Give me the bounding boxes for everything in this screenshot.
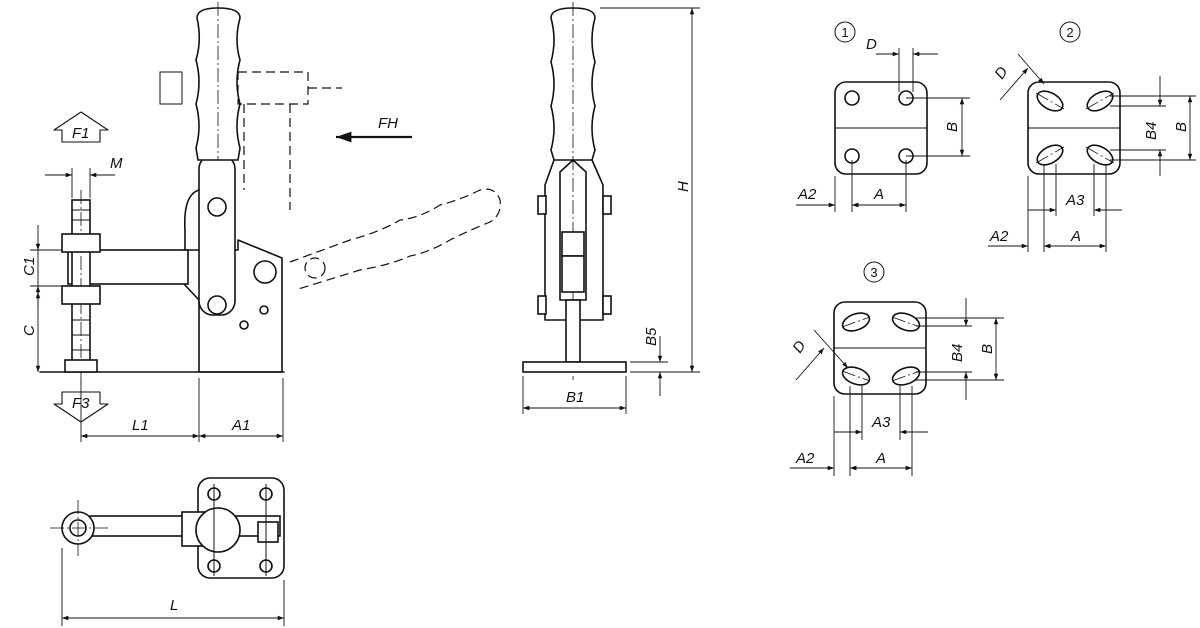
- variant-3-slots: [841, 312, 921, 386]
- side-open-pivot-dashed: [304, 257, 326, 279]
- v1-label-a: A: [873, 186, 884, 203]
- front-pin-left-lower: [537, 295, 547, 315]
- front-pin-right-upper: [602, 195, 612, 215]
- label-l1: L1: [132, 417, 149, 434]
- v2-label-d: D: [991, 64, 1011, 83]
- v2-label-a3: A3: [1065, 192, 1085, 209]
- dim-v2-d-line-1: [1017, 53, 1045, 85]
- front-spindle: [565, 299, 581, 363]
- side-pressure-spindle-foot: [64, 359, 98, 373]
- front-pin-left-upper: [537, 195, 547, 215]
- side-view: FH F1 F3 M C1 C L1 A1: [21, 2, 501, 442]
- v1-label-d: D: [866, 36, 877, 53]
- top-grip-circle: [195, 507, 241, 553]
- side-bolt-dashed: [237, 71, 309, 105]
- side-pivot-rear: [253, 260, 277, 284]
- label-f1: F1: [72, 125, 90, 142]
- variant-2: 2 D B4 B A3 A2 A: [988, 21, 1196, 252]
- front-base-plate: [522, 361, 627, 373]
- side-lower-nut: [61, 285, 101, 305]
- v3-label-a2: A2: [795, 450, 815, 467]
- v3-label-a: A: [875, 450, 886, 467]
- front-view: H B5 B1: [522, 2, 700, 414]
- v2-label-a2: A2: [989, 228, 1009, 245]
- front-lever-inner: [559, 159, 587, 301]
- label-c1: C1: [21, 257, 38, 276]
- side-base-block: [182, 239, 283, 373]
- front-nut-upper: [561, 231, 585, 257]
- v3-label-a3: A3: [871, 414, 891, 431]
- v2-label-a: A: [1070, 228, 1081, 245]
- side-rivet-2: [259, 305, 269, 315]
- v1-label-b: B: [944, 122, 961, 132]
- label-b5: B5: [643, 327, 660, 346]
- side-grip: [195, 7, 241, 161]
- label-b1: B1: [566, 389, 584, 406]
- side-pivot-lower: [207, 295, 227, 315]
- v2-label-b: B: [1173, 122, 1190, 132]
- label-h: H: [675, 181, 692, 192]
- variant-2-slots: [1035, 90, 1115, 166]
- side-open-handle-dashed: [289, 188, 501, 291]
- variant-3: 3 D B4 B A3 A2 A: [789, 261, 1004, 476]
- label-fh: FH: [378, 115, 398, 132]
- label-a1: A1: [231, 417, 250, 434]
- side-link: [183, 189, 200, 251]
- variant-1: 1 D B A2 A: [796, 21, 970, 212]
- variant-3-number: 3: [870, 265, 877, 280]
- side-rivet-1: [239, 320, 249, 330]
- side-bolt-head: [159, 71, 183, 105]
- variant-2-number-circle: [1059, 21, 1081, 43]
- front-nut-mid: [561, 255, 585, 293]
- dim-v3-d-line-1: [813, 329, 849, 369]
- f3-arrow-icon: [53, 391, 109, 423]
- v2-label-b4: B4: [1143, 122, 1160, 140]
- variant-1-number-circle: [834, 21, 856, 43]
- variant-2-number: 2: [1066, 25, 1073, 40]
- front-pin-right-lower: [602, 295, 612, 315]
- dim-v2-d-line-2: [999, 67, 1029, 101]
- top-view: L: [50, 477, 285, 626]
- top-mount-holes: [207, 484, 273, 576]
- variant-1-number: 1: [841, 25, 848, 40]
- variant-3-number-circle: [863, 261, 885, 283]
- v3-label-b4: B4: [949, 344, 966, 362]
- label-l: L: [170, 597, 178, 614]
- v3-label-d: D: [789, 338, 809, 357]
- side-lever: [198, 154, 236, 316]
- label-m: M: [110, 155, 123, 172]
- side-thread: [72, 209, 90, 351]
- v3-label-b: B: [979, 344, 996, 354]
- f1-arrow-icon: [53, 111, 109, 143]
- dim-v3-d-line-2: [795, 347, 825, 381]
- v1-label-a2: A2: [797, 186, 817, 203]
- top-rear-block: [257, 521, 279, 543]
- label-c: C: [21, 325, 38, 336]
- side-upper-nut: [61, 233, 101, 253]
- side-pivot-upper: [207, 197, 227, 217]
- front-grip: [550, 7, 596, 161]
